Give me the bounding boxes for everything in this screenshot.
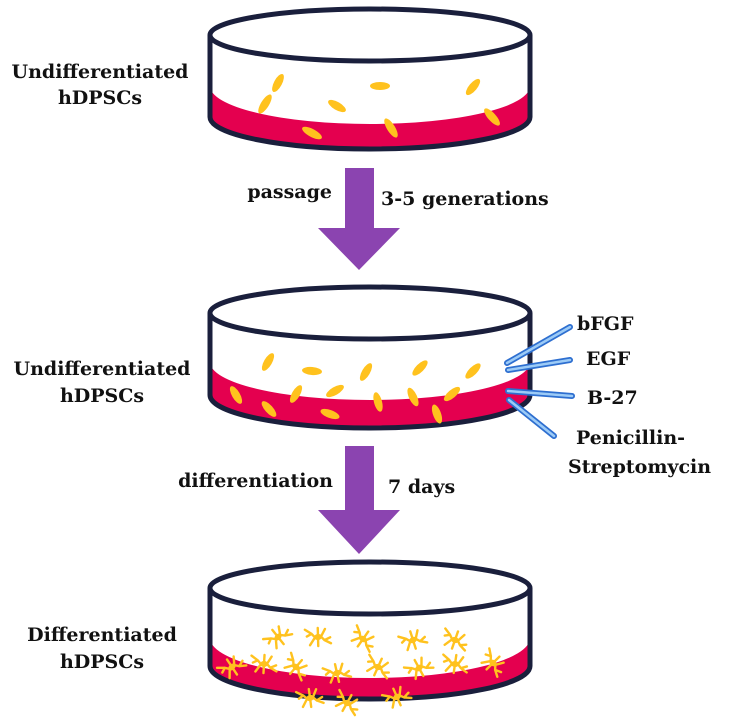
cell-11 — [407, 387, 419, 407]
step-1-left-text: passage — [247, 181, 332, 203]
cell-8 — [384, 118, 398, 138]
cell-6 — [484, 108, 500, 126]
neuron-cell-1 — [261, 625, 294, 650]
neuron-cell-9 — [321, 662, 353, 684]
supplement-line-b27 — [505, 388, 575, 399]
dish-2-cells — [229, 353, 481, 424]
neuron-cell-16 — [380, 685, 413, 709]
neuron-cell-3 — [350, 624, 375, 654]
dish-3-cells — [215, 624, 505, 717]
neuron-cell-4 — [397, 629, 429, 652]
neuron-cell-14 — [294, 687, 325, 709]
stage-1-label-line1: Undifferentiated — [12, 61, 189, 83]
differentiation-arrow — [318, 446, 400, 554]
neuron-cell-13 — [480, 647, 505, 678]
neuron-cell-12 — [442, 653, 469, 675]
neuron-cell-2 — [303, 626, 333, 648]
supplement-b27: B-27 — [587, 387, 638, 409]
cell-3 — [359, 363, 373, 381]
cell-6 — [229, 386, 243, 404]
petri-dish-3 — [207, 559, 533, 717]
neuron-cell-8 — [283, 651, 308, 682]
neuron-cell-7 — [250, 653, 278, 675]
supplement-bfgf: bFGF — [577, 313, 634, 335]
neuron-cell-10 — [366, 653, 390, 680]
petri-dish-1 — [207, 6, 533, 152]
cell-14 — [431, 404, 443, 424]
supplement-line-penicillin-streptomycin — [506, 397, 557, 439]
dish-3-rim — [207, 559, 533, 617]
dish-1-medium — [210, 86, 530, 149]
cell-4 — [412, 360, 428, 376]
dish-2-wall — [207, 313, 533, 431]
step-1-right-text: 3-5 generations — [381, 188, 549, 210]
cell-1 — [261, 353, 275, 371]
cell-7 — [261, 401, 277, 417]
supplement-line-egf — [505, 357, 573, 373]
cell-7 — [302, 126, 322, 140]
cell-10 — [373, 392, 383, 412]
dish-1-wall — [207, 35, 533, 152]
dish-1-rim — [207, 6, 533, 64]
dish-2-rim — [207, 284, 533, 342]
petri-dish-2 — [207, 284, 533, 431]
dish-2-medium — [210, 362, 530, 428]
cell-9 — [326, 384, 344, 398]
step-2-right-text: 7 days — [388, 476, 455, 498]
neuron-cell-6 — [215, 655, 248, 680]
cell-2 — [370, 82, 390, 90]
supplement-penicillin: Penicillin- — [576, 427, 685, 449]
neuron-cell-15 — [334, 688, 359, 717]
cell-2 — [302, 366, 322, 376]
supplement-lines — [504, 324, 575, 439]
dish-1-cells — [258, 73, 500, 140]
cell-5 — [465, 78, 481, 96]
dish-3-wall — [207, 588, 533, 702]
cell-12 — [443, 386, 461, 402]
cell-8 — [289, 385, 303, 403]
stage-3-label-line1: Differentiated — [27, 624, 177, 646]
neuron-cell-11 — [402, 656, 435, 681]
stage-2-label-line2: hDPSCs — [60, 385, 144, 407]
supplement-line-bfgf — [504, 324, 573, 366]
neuron-cell-5 — [443, 627, 468, 652]
stage-3-label-line2: hDPSCs — [60, 651, 144, 673]
dish-3-medium — [210, 638, 530, 699]
stage-2-label-line1: Undifferentiated — [14, 358, 191, 380]
cell-1 — [272, 73, 284, 93]
cell-5 — [465, 363, 481, 379]
supplement-egf: EGF — [586, 348, 631, 370]
step-2-left-text: differentiation — [178, 470, 333, 492]
cell-13 — [320, 408, 340, 420]
passage-arrow — [318, 168, 400, 270]
supplement-streptomycin: Streptomycin — [568, 456, 711, 478]
stage-1-label-line2: hDPSCs — [58, 87, 142, 109]
cell-3 — [258, 94, 272, 114]
cell-4 — [328, 99, 346, 113]
